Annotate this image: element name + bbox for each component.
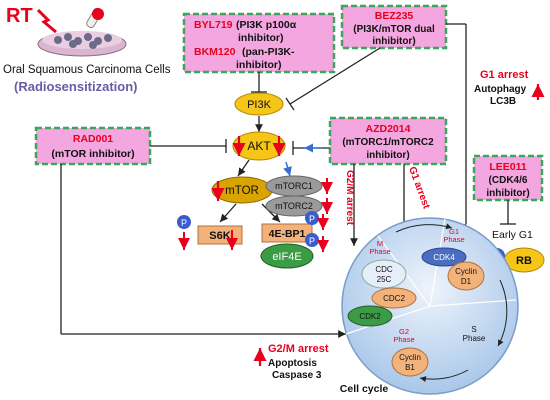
cycle-arrow-bottom: [419, 369, 469, 383]
svg-text:D1: D1: [461, 277, 472, 286]
svg-text:CDK4: CDK4: [433, 253, 455, 262]
svg-text:CDK2: CDK2: [359, 312, 381, 321]
svg-text:eIF4E: eIF4E: [272, 251, 301, 263]
g2m-vertical-label: G2/M arrest: [344, 170, 355, 226]
cells-label: Oral Squamous Carcinoma Cells: [3, 64, 171, 76]
early-g1-label: Early G1: [492, 229, 533, 241]
s6k-down-arrows: [178, 230, 238, 250]
svg-text:RB: RB: [516, 255, 532, 267]
g1-phase-b: Phase: [443, 235, 464, 244]
cyclin-b1-node: Cyclin B1: [391, 347, 429, 377]
bez235-name: BEZ235: [375, 10, 414, 22]
s6k-node: S6K: [197, 225, 243, 245]
byl719-desc-b: inhibitor): [238, 32, 284, 44]
lee011-desc-b: inhibitor): [486, 188, 529, 199]
eif4e-node: eIF4E: [260, 243, 314, 269]
4ebp1-phospho-1: P: [305, 211, 319, 225]
caspase3-label: Caspase 3: [272, 370, 322, 381]
g2m-bottom-label: G2/M arrest: [268, 343, 329, 355]
cell-cycle: M Phase G1 Phase G2 Phase S Phase CDC 25…: [340, 217, 519, 395]
4ebp1-phospho-2: P: [305, 233, 319, 247]
svg-text:mTOR: mTOR: [225, 185, 259, 197]
g2m-apoptosis: G2/M arrest Apoptosis Caspase 3: [253, 343, 329, 381]
g1-arrest-autophagy: G1 arrest Autophagy LC3B: [474, 69, 545, 107]
rt-group: RT Oral Squamous Carcinoma Cells (Radios…: [3, 5, 171, 94]
cycle-arrow-right: [497, 279, 508, 347]
bez235-desc-a: (PI3K/mTOR dual: [353, 24, 435, 35]
autophagy-label: Autophagy: [474, 84, 527, 95]
cells-icon: [54, 33, 112, 49]
rad001-desc: (mTOR inhibitor): [51, 148, 134, 160]
s6k-phospho: P: [177, 215, 191, 229]
svg-text:mTORC1: mTORC1: [275, 181, 313, 191]
svg-text:CDC2: CDC2: [383, 294, 405, 303]
svg-text:25C: 25C: [377, 275, 392, 284]
byl719-name: BYL719: [194, 19, 233, 31]
azd2014-name: AZD2014: [366, 123, 411, 135]
bkm120-desc-b: inhibitor): [236, 59, 282, 71]
svg-text:P: P: [309, 214, 315, 224]
akt-down-arrows: [232, 136, 286, 156]
cdk2-node: CDK2: [347, 305, 393, 327]
radiosensitization-label: (Radiosensitization): [14, 79, 138, 94]
mtorc1-node: mTORC1: [265, 175, 323, 197]
azd2014-desc-a: (mTORC1/mTORC2: [342, 137, 434, 148]
rt-label: RT: [6, 5, 33, 27]
m-phase-a: M: [377, 239, 383, 248]
feedback-arrows: [283, 143, 322, 177]
pi3k-node: PI3K: [234, 92, 284, 116]
cdk4-node: CDK4: [421, 247, 467, 267]
s-phase-a: S: [471, 325, 476, 334]
g2-phase-a: G2: [399, 327, 409, 336]
svg-text:mTORC2: mTORC2: [275, 201, 313, 211]
apoptosis-label: Apoptosis: [268, 358, 317, 369]
dropper-cap: [92, 8, 104, 20]
4ebp1-node: 4E-BP1: [261, 223, 313, 243]
g1-arrest-label: G1 arrest: [480, 69, 529, 81]
svg-text:B1: B1: [405, 363, 415, 372]
svg-text:P: P: [309, 236, 315, 246]
byl-bkm-box: BYL719 (PI3K p100α inhibitor) BKM120 (pa…: [182, 12, 336, 74]
cdc2-node: CDC2: [371, 287, 417, 309]
g1-vertical-label: G1 arrest: [406, 165, 432, 211]
cell-cycle-title: Cell cycle: [340, 383, 389, 395]
dish-inner: [42, 31, 122, 49]
lc3b-label: LC3B: [490, 96, 516, 107]
bez235-box: BEZ235 (PI3K/mTOR dual inhibitor): [340, 4, 448, 50]
rb-node: RB: [503, 247, 545, 273]
svg-text:AKT: AKT: [247, 139, 271, 153]
m-phase-b: Phase: [369, 247, 390, 256]
azd2014-desc-b: inhibitor): [366, 150, 409, 161]
g1-phase-a: G1: [449, 227, 459, 236]
cyclin-d1-node: Cyclin D1: [447, 261, 485, 291]
cycle-arrow-top: [395, 223, 453, 233]
g2-phase-b: Phase: [393, 335, 414, 344]
lightning-icon: [36, 8, 57, 34]
azd2014-box: AZD2014 (mTORC1/mTORC2 inhibitor): [328, 116, 448, 166]
svg-text:4E-BP1: 4E-BP1: [269, 228, 306, 240]
lee011-box: LEE011 (CDK4/6 inhibitor): [472, 154, 544, 202]
bkm120-desc-a: (pan-PI3K-: [242, 46, 295, 58]
cdc25c-node: CDC 25C: [361, 259, 407, 289]
mtor-node: mTOR: [211, 176, 273, 204]
svg-text:S6K: S6K: [209, 230, 230, 242]
svg-text:Cyclin: Cyclin: [455, 267, 477, 276]
bkm120-name: BKM120: [194, 46, 236, 58]
svg-text:PI3K: PI3K: [247, 99, 272, 111]
svg-text:P: P: [181, 218, 187, 228]
lee011-name: LEE011: [489, 161, 527, 173]
svg-text:CDC: CDC: [375, 265, 393, 274]
svg-text:Cyclin: Cyclin: [399, 353, 421, 362]
rad001-box: RAD001 (mTOR inhibitor): [34, 126, 152, 166]
s-phase-b: Phase: [463, 334, 486, 343]
lee011-desc-a: (CDK4/6: [489, 175, 528, 186]
akt-node: AKT: [232, 131, 286, 161]
bez235-desc-b: inhibitor): [372, 36, 415, 47]
rad001-name: RAD001: [73, 133, 113, 145]
byl719-desc-a: (PI3K p100α: [236, 19, 297, 31]
